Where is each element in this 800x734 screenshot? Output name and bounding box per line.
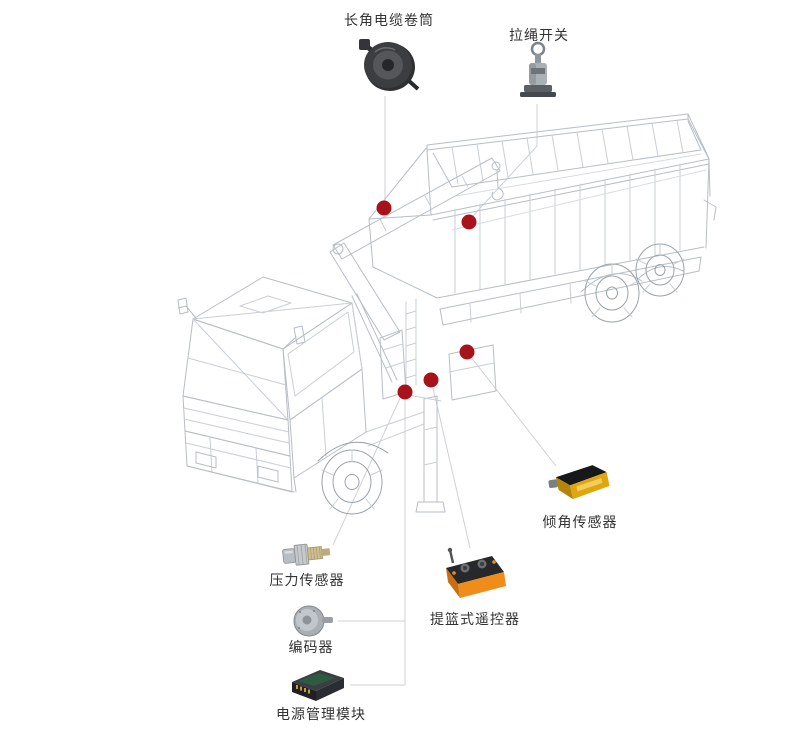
pressure-sensor-icon	[282, 543, 331, 566]
front-wheel	[317, 441, 389, 515]
toolbox	[448, 344, 497, 401]
power-module-image	[284, 664, 350, 706]
remote-control-icon	[446, 547, 506, 598]
encoder-image	[290, 602, 336, 640]
label-cable-reel: 长角电缆卷筒	[344, 13, 434, 29]
encoder-icon	[293, 605, 333, 637]
label-tilt-sensor: 倾角传感器	[542, 515, 618, 531]
label-encoder: 编码器	[288, 640, 334, 656]
cable-reel-icon	[359, 39, 420, 91]
rear-wheels	[584, 243, 685, 323]
pressure-sensor-image	[280, 536, 336, 572]
tilt-sensor-image	[545, 456, 615, 508]
label-power-module: 电源管理模块	[276, 707, 366, 723]
location-marker	[423, 372, 439, 388]
crane-boom	[329, 157, 504, 400]
chassis	[365, 199, 717, 447]
cable-reel-image	[352, 36, 424, 94]
label-pull-rope-switch: 拉绳开关	[509, 28, 569, 44]
tilt-sensor-icon	[548, 465, 610, 500]
label-remote-control: 提篮式遥控器	[430, 612, 520, 628]
cab	[177, 276, 367, 493]
remote-control-image	[438, 546, 510, 608]
power-module-icon	[292, 670, 344, 701]
pull-rope-switch-image	[518, 40, 558, 102]
pull-rope-switch-icon	[520, 41, 556, 97]
location-markers	[376, 200, 477, 400]
crane-hook	[491, 169, 504, 201]
label-pressure-sensor: 压力传感器	[269, 573, 345, 589]
location-marker	[376, 200, 392, 216]
location-marker	[397, 384, 413, 400]
connector-lines	[332, 96, 557, 686]
location-marker	[459, 344, 475, 360]
cargo-bed	[368, 113, 711, 299]
location-marker	[461, 214, 477, 230]
truck-wireframe	[177, 113, 717, 515]
outrigger-leg	[402, 393, 446, 513]
